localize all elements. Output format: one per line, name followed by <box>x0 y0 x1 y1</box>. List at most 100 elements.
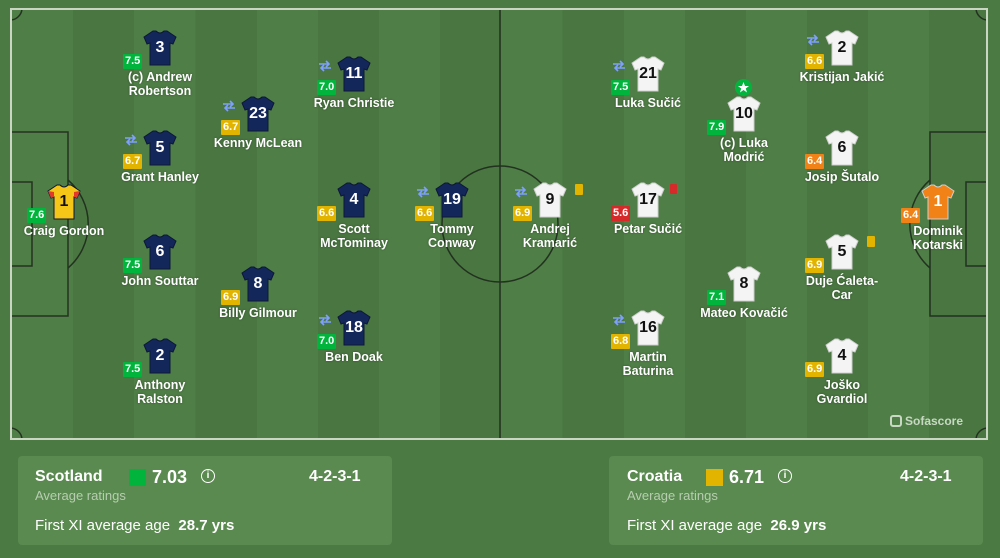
player-rating: 6.6 <box>805 54 825 69</box>
player-rating: 7.9 <box>707 120 727 135</box>
player-number: 2 <box>155 347 165 364</box>
player-rating: 7.0 <box>317 80 337 95</box>
jersey-icon <box>47 184 81 220</box>
player-rating: 6.9 <box>513 206 533 221</box>
jersey-icon <box>337 310 371 346</box>
player-number: 4 <box>349 191 359 208</box>
player-rating: 7.0 <box>317 334 337 349</box>
player-name: Ryan Christie <box>313 96 395 110</box>
substitution-icon <box>807 34 819 46</box>
substitution-icon <box>125 134 137 146</box>
player-number: 9 <box>545 191 555 208</box>
home-team-name[interactable]: Scotland <box>35 468 103 485</box>
jersey-icon <box>727 96 761 132</box>
player-name: Andrej Kramarić <box>522 222 578 250</box>
away-rating-square <box>706 469 723 486</box>
jersey-icon <box>143 130 177 166</box>
home-formation: 4-2-3-1 <box>309 468 361 485</box>
player-number: 5 <box>837 243 847 260</box>
player-number: 16 <box>639 319 657 336</box>
player-name: Scott McTominay <box>320 222 388 250</box>
player-number: 18 <box>345 319 363 336</box>
substitution-icon <box>223 100 235 112</box>
player-number: 23 <box>249 105 267 122</box>
player-rating: 6.9 <box>221 290 241 305</box>
player-rating: 6.7 <box>221 120 241 135</box>
player-name: Kenny McLean <box>213 136 303 150</box>
player-name: Petar Sučić <box>613 222 683 236</box>
away-formation: 4-2-3-1 <box>900 468 952 485</box>
player-number: 3 <box>155 39 165 56</box>
player-number: 6 <box>837 139 847 156</box>
player-number: 4 <box>837 347 847 364</box>
player-name: Josip Šutalo <box>804 170 880 184</box>
substitution-icon <box>515 186 527 198</box>
player-rating: 6.6 <box>415 206 435 221</box>
jersey-icon <box>631 56 665 92</box>
player-name: (c) Luka Modrić <box>720 136 768 164</box>
player-number: 8 <box>253 275 263 292</box>
jersey-icon <box>631 310 665 346</box>
jersey-icon <box>241 266 275 302</box>
jersey-icon <box>825 130 859 166</box>
player-name: Duje Ćaleta-Car <box>805 274 879 302</box>
jersey-icon <box>921 184 955 220</box>
away-team-name[interactable]: Croatia <box>627 468 683 485</box>
jersey-icon <box>825 30 859 66</box>
player-number: 8 <box>739 275 749 292</box>
player-number: 6 <box>155 243 165 260</box>
player-number: 1 <box>933 193 943 210</box>
home-average-age: First XI average age 28.7 yrs <box>35 517 235 534</box>
player-name: Ben Doak <box>325 350 383 364</box>
man-of-the-match-star-icon <box>735 79 752 96</box>
player-number: 19 <box>443 191 461 208</box>
player-name: (c) Andrew Robertson <box>127 70 193 98</box>
player-rating: 6.7 <box>123 154 143 169</box>
player-rating: 6.9 <box>805 258 825 273</box>
player-rating: 7.5 <box>123 54 143 69</box>
player-rating: 7.5 <box>123 362 143 377</box>
home-average-rating: 7.03 <box>152 467 188 487</box>
player-name: Billy Gilmour <box>219 306 297 320</box>
jersey-icon <box>727 266 761 302</box>
player-rating: 6.6 <box>317 206 337 221</box>
yellow-card-icon <box>867 236 875 247</box>
jersey-icon <box>143 234 177 270</box>
player-rating: 7.5 <box>611 80 631 95</box>
player-rating: 6.9 <box>805 362 825 377</box>
away-average-age: First XI average age 26.9 yrs <box>627 517 827 534</box>
away-team-panel: Croatia 6.71 i 4-2-3-1 Average ratings F… <box>609 456 983 545</box>
jersey-icon <box>631 182 665 218</box>
info-icon[interactable]: i <box>778 469 792 483</box>
jersey-icon <box>435 182 469 218</box>
info-icon[interactable]: i <box>201 469 215 483</box>
home-rating-square <box>129 469 146 486</box>
away-average-rating: 6.71 <box>729 467 765 487</box>
sofascore-watermark: Sofascore <box>890 414 963 428</box>
player-rating: 7.1 <box>707 290 727 305</box>
player-name: Joško Gvardiol <box>816 378 868 406</box>
player-rating: 6.4 <box>901 208 921 223</box>
jersey-icon <box>825 338 859 374</box>
player-rating: 7.5 <box>123 258 143 273</box>
substitution-icon <box>417 186 429 198</box>
jersey-icon <box>337 56 371 92</box>
player-number: 17 <box>639 191 657 208</box>
player-number: 5 <box>155 139 165 156</box>
player-name: Kristijan Jakić <box>799 70 885 84</box>
player-rating: 5.6 <box>611 206 631 221</box>
substitution-icon <box>613 314 625 326</box>
jersey-icon <box>241 96 275 132</box>
home-ratings-label: Average ratings <box>35 488 126 503</box>
player-rating: 6.4 <box>805 154 825 169</box>
player-number: 10 <box>735 105 753 122</box>
jersey-icon <box>143 30 177 66</box>
player-name: Craig Gordon <box>23 224 105 238</box>
red-card-icon <box>670 184 677 194</box>
player-name: Martin Baturina <box>622 350 674 378</box>
player-rating: 6.8 <box>611 334 631 349</box>
player-name: Tommy Conway <box>428 222 476 250</box>
sofascore-logo-icon <box>890 415 902 427</box>
player-number: 21 <box>639 65 657 82</box>
